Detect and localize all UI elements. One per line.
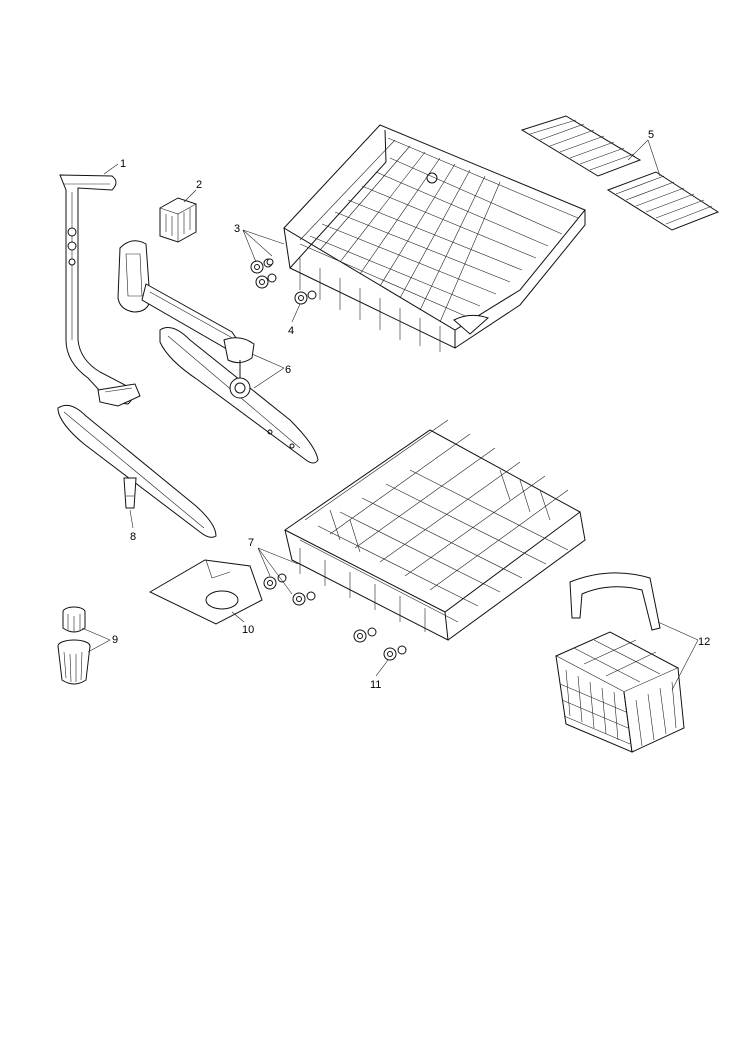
- callout-3: 3: [234, 223, 240, 235]
- callout-5: 5: [648, 129, 654, 141]
- callout-1: 1: [120, 158, 126, 170]
- part-3-upper-rollers: [250, 258, 277, 289]
- lower-basket: [284, 419, 586, 641]
- upper-basket: [283, 124, 586, 352]
- callout-10: 10: [242, 624, 254, 636]
- part-2-clip: [159, 197, 197, 243]
- part-7-lower-rollers: [263, 573, 316, 606]
- upper-spray-arm-holder: [117, 240, 241, 353]
- part-10-filter-plate: [148, 559, 263, 625]
- callout-7: 7: [248, 537, 254, 549]
- callout-12: 12: [698, 636, 710, 648]
- callout-11: 11: [370, 679, 381, 691]
- callout-8: 8: [130, 531, 136, 543]
- part-1-feed-tube: [59, 174, 141, 407]
- part-5-cup-shelves: [520, 115, 720, 231]
- callout-9: 9: [112, 634, 118, 646]
- leader-lines: [81, 139, 699, 691]
- callout-6: 6: [285, 364, 291, 376]
- callout-2: 2: [196, 179, 202, 191]
- part-4-upper-roller: [294, 290, 317, 305]
- part-6-upper-spray-arm: [159, 327, 319, 464]
- part-12-cutlery-basket: [554, 572, 685, 753]
- part-11-lower-rollers: [353, 627, 407, 661]
- part-8-lower-spray-arm: [57, 404, 217, 538]
- callout-4: 4: [288, 325, 294, 337]
- part-9-filters: [57, 606, 91, 685]
- callout-labels: 1 2 3 4 5 6 7 8 9 10 11 12: [112, 129, 710, 691]
